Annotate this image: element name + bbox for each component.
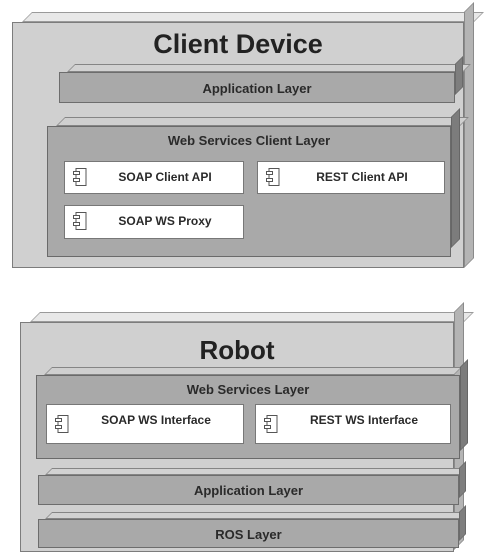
soap-ws-proxy-label: SOAP WS Proxy	[118, 214, 212, 228]
component-icon	[55, 415, 69, 433]
ws-client-layer-top-face	[56, 117, 469, 126]
ws-client-layer-side-face	[451, 108, 460, 248]
client-application-layer: Application Layer	[59, 72, 455, 103]
component-icon	[266, 168, 280, 186]
ros-layer-side-face	[459, 505, 466, 541]
ws-layer-side-face	[460, 359, 468, 451]
ros-layer-label: ROS Layer	[215, 527, 282, 542]
client-device-title: Client Device	[153, 29, 323, 59]
rest-ws-interface-label: REST WS Interface	[309, 413, 419, 427]
component-icon	[73, 212, 87, 230]
client-application-layer-label: Application Layer	[202, 81, 312, 96]
ros-layer-top-face	[45, 512, 466, 519]
robot-application-layer-label: Application Layer	[193, 483, 304, 498]
component-icon	[73, 168, 87, 186]
client-device-side-face	[464, 2, 474, 268]
client-app-layer-top-face	[67, 64, 471, 72]
soap-ws-proxy-component: SOAP WS Proxy	[64, 205, 244, 239]
soap-client-api-label: SOAP Client API	[118, 170, 212, 184]
ros-layer: ROS Layer	[38, 519, 459, 548]
robot-title: Robot	[199, 335, 275, 365]
robot-app-layer-side-face	[459, 461, 466, 498]
rest-ws-interface-component: REST WS Interface	[255, 404, 451, 444]
rest-client-api-label: REST Client API	[316, 170, 408, 184]
ws-layer: Web Services Layer SOAP WS Interface RES…	[36, 375, 460, 459]
ws-client-layer: Web Services Client Layer SOAP Client AP…	[47, 126, 451, 257]
component-icon	[264, 415, 278, 433]
ws-layer-top-face	[44, 367, 462, 375]
ws-layer-title: Web Services Layer	[186, 382, 310, 397]
robot-application-layer: Application Layer	[38, 475, 459, 505]
soap-ws-interface-component: SOAP WS Interface	[46, 404, 244, 444]
soap-ws-interface-label: SOAP WS Interface	[101, 413, 211, 427]
soap-client-api-component: SOAP Client API	[64, 161, 244, 194]
robot-app-layer-top-face	[45, 468, 466, 475]
client-device-top-face	[22, 12, 484, 22]
robot-top-face	[30, 312, 474, 322]
ws-client-layer-title: Web Services Client Layer	[167, 133, 331, 148]
rest-client-api-component: REST Client API	[257, 161, 445, 194]
